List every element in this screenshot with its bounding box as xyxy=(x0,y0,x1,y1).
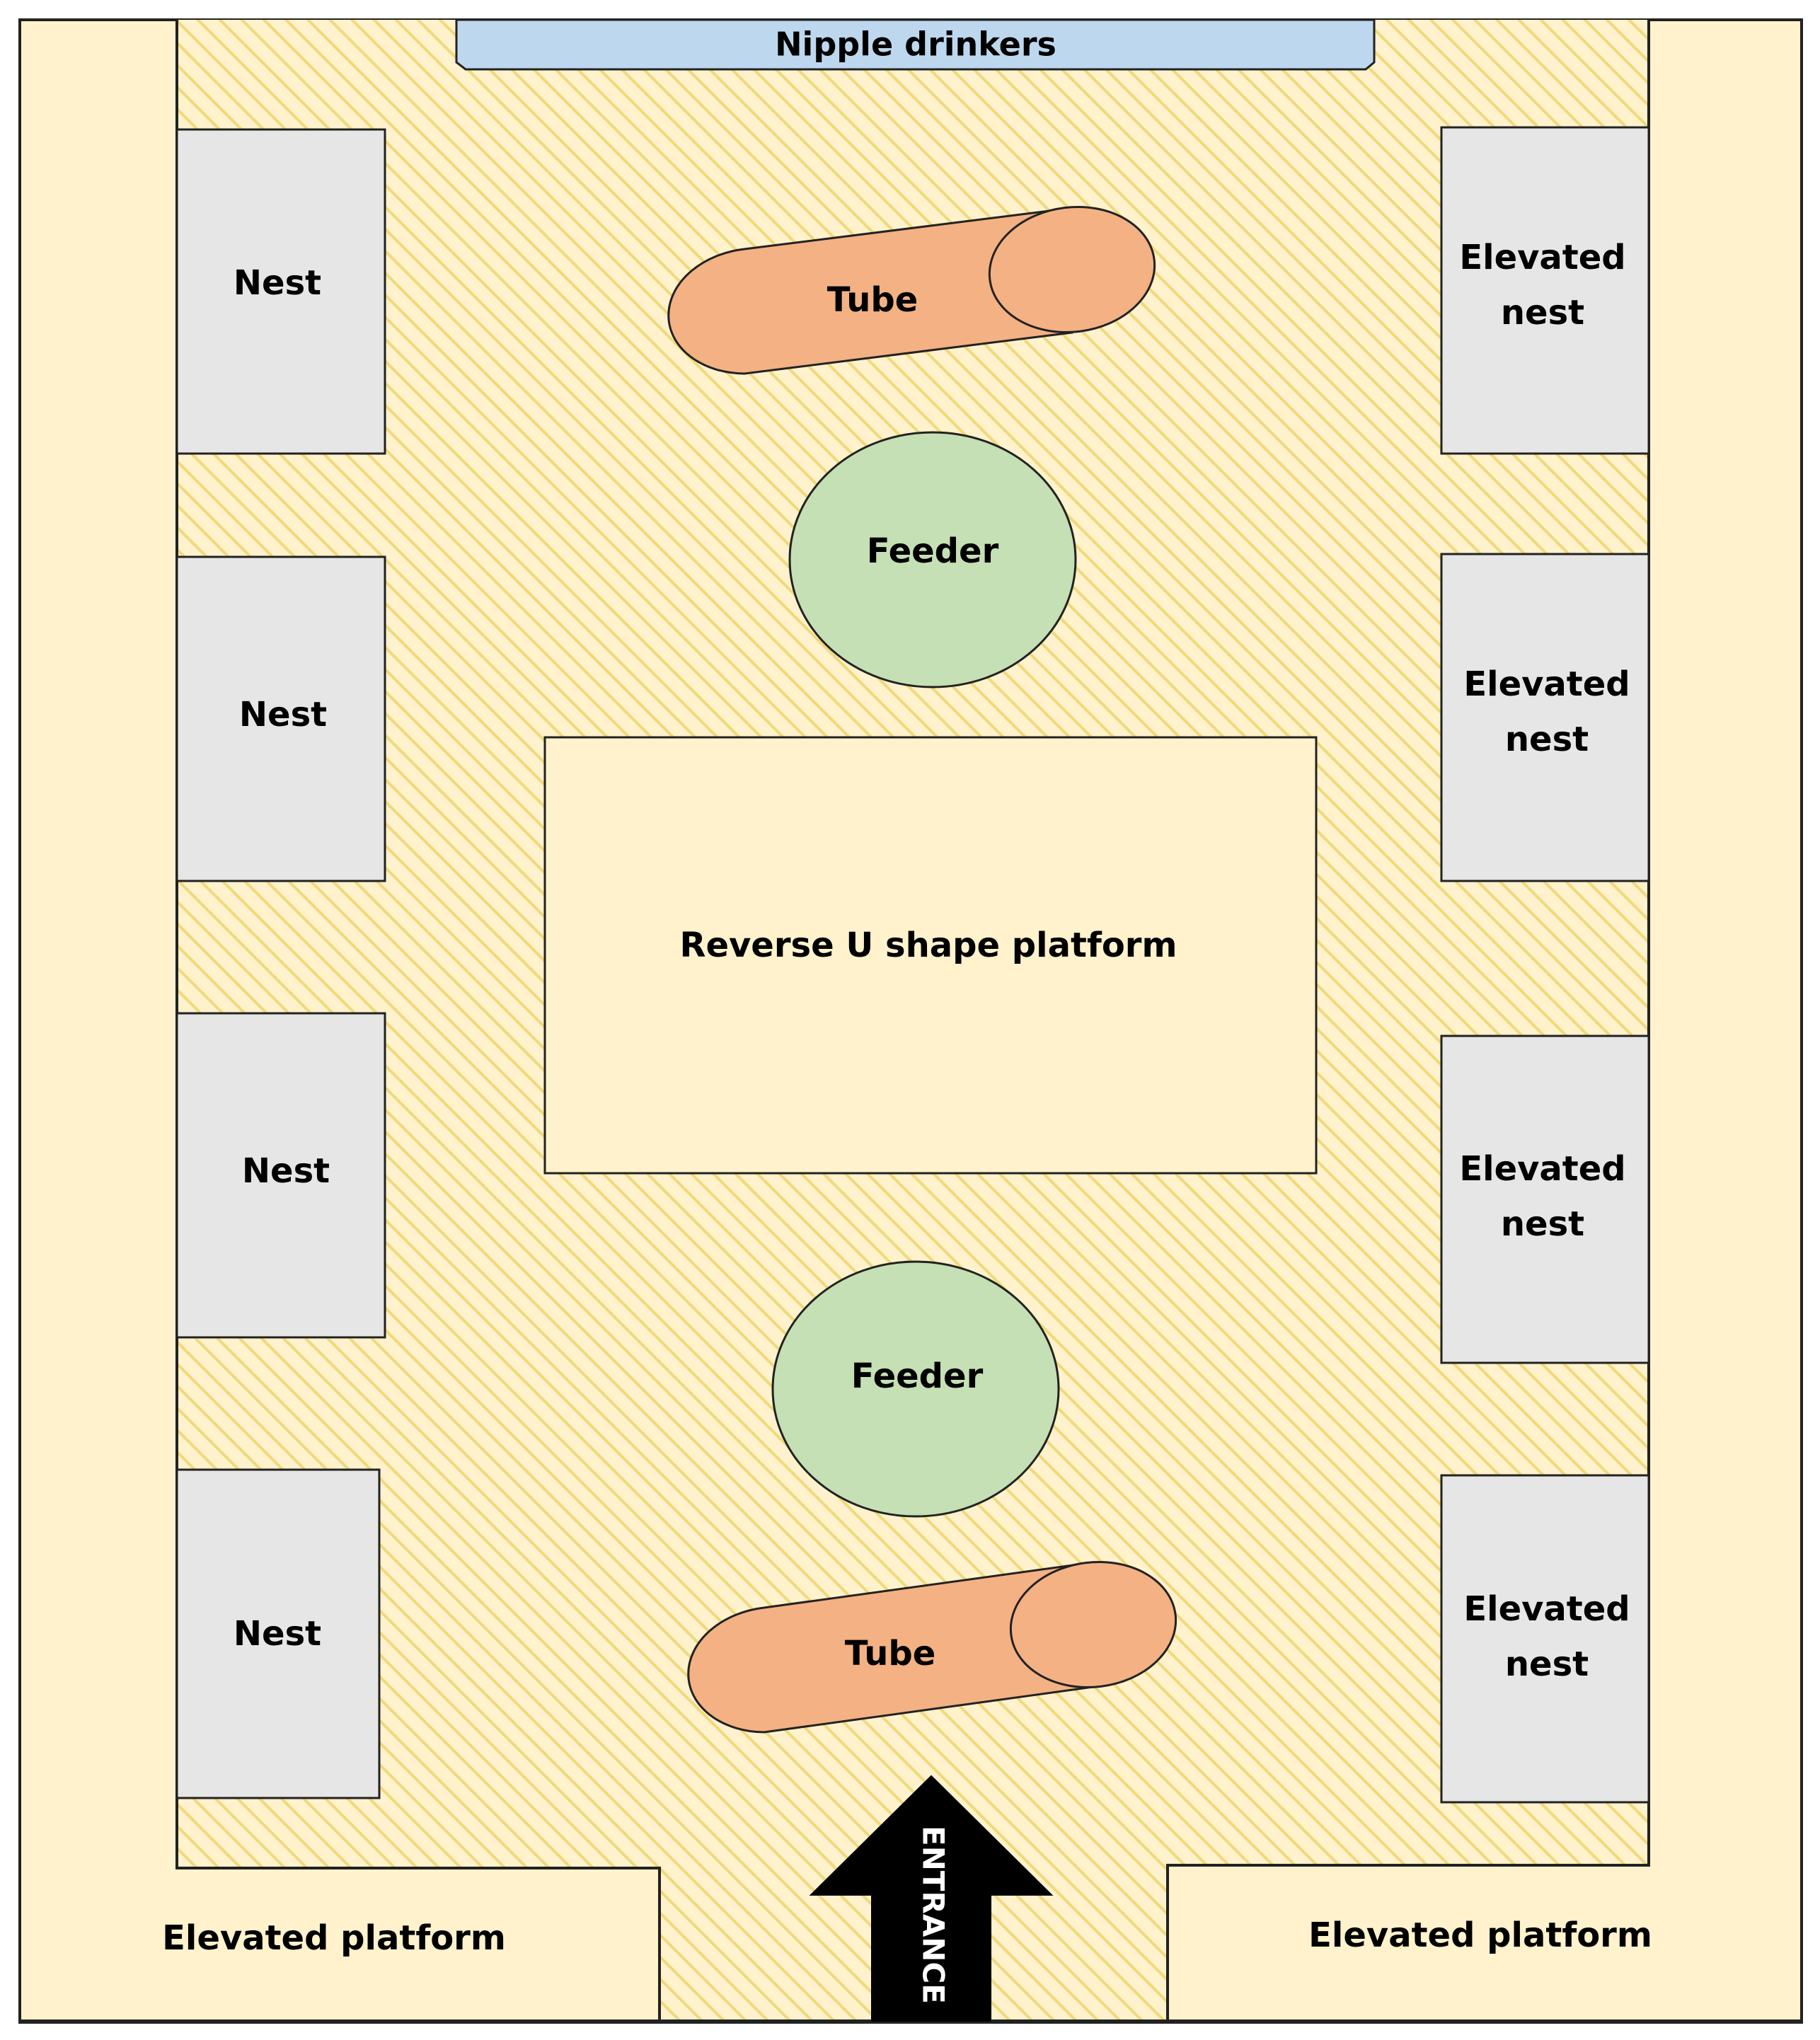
nest-2-label: Nest xyxy=(239,695,327,734)
nipple-drinkers: Nipple drinkers xyxy=(455,18,1376,71)
elevated-nest-2-label-line1: Elevated xyxy=(1463,664,1630,704)
nest-1: Nest xyxy=(175,128,386,455)
entrance-arrow: ENTRANCE xyxy=(809,1775,1054,2022)
elevated-nest-1: Elevated nest xyxy=(1440,126,1650,455)
reverse-u-platform-label: Reverse U shape platform xyxy=(679,926,1177,965)
nest-4-label: Nest xyxy=(234,1614,321,1654)
elevated-nest-3: Elevated nest xyxy=(1440,1035,1650,1364)
feeder-bottom: Feeder xyxy=(771,1260,1060,1518)
tube-bottom-label: Tube xyxy=(845,1634,936,1673)
tube-bottom: Tube xyxy=(687,1560,1177,1734)
nest-3-label: Nest xyxy=(242,1151,330,1191)
elevated-nest-3-label-line1: Elevated xyxy=(1459,1149,1625,1189)
elevated-platform-left: Elevated platform xyxy=(21,1867,661,2022)
elevated-nest-4-label-line1: Elevated xyxy=(1463,1589,1630,1629)
tube-top: Tube xyxy=(667,205,1156,375)
feeder-top-label: Feeder xyxy=(867,531,999,571)
elevated-nest-2-label-line2: nest xyxy=(1505,720,1589,759)
nest-2: Nest xyxy=(175,555,386,882)
elevated-nest-4: Elevated nest xyxy=(1440,1474,1650,1804)
tube-top-label: Tube xyxy=(827,280,918,320)
elevated-nest-2: Elevated nest xyxy=(1440,553,1650,882)
nest-3: Nest xyxy=(175,1012,386,1339)
nest-4: Nest xyxy=(175,1468,381,1799)
reverse-u-platform: Reverse U shape platform xyxy=(543,736,1318,1175)
elevated-nest-1-label-line1: Elevated xyxy=(1459,238,1625,277)
entrance-label: ENTRANCE xyxy=(916,1826,951,2004)
elevated-platform-left-label: Elevated platform xyxy=(162,1918,506,1958)
elevated-platform-right-label: Elevated platform xyxy=(1308,1915,1652,1955)
nest-1-label: Nest xyxy=(234,263,321,303)
elevated-nest-4-label-line2: nest xyxy=(1505,1644,1589,1684)
elevated-platform-right: Elevated platform xyxy=(1166,1864,1800,2022)
nipple-drinkers-label: Nipple drinkers xyxy=(775,25,1056,64)
feeder-bottom-label: Feeder xyxy=(851,1356,984,1396)
elevated-nest-1-label-line2: nest xyxy=(1501,293,1584,333)
elevated-nest-3-label-line2: nest xyxy=(1501,1204,1584,1244)
feeder-top: Feeder xyxy=(788,431,1077,688)
